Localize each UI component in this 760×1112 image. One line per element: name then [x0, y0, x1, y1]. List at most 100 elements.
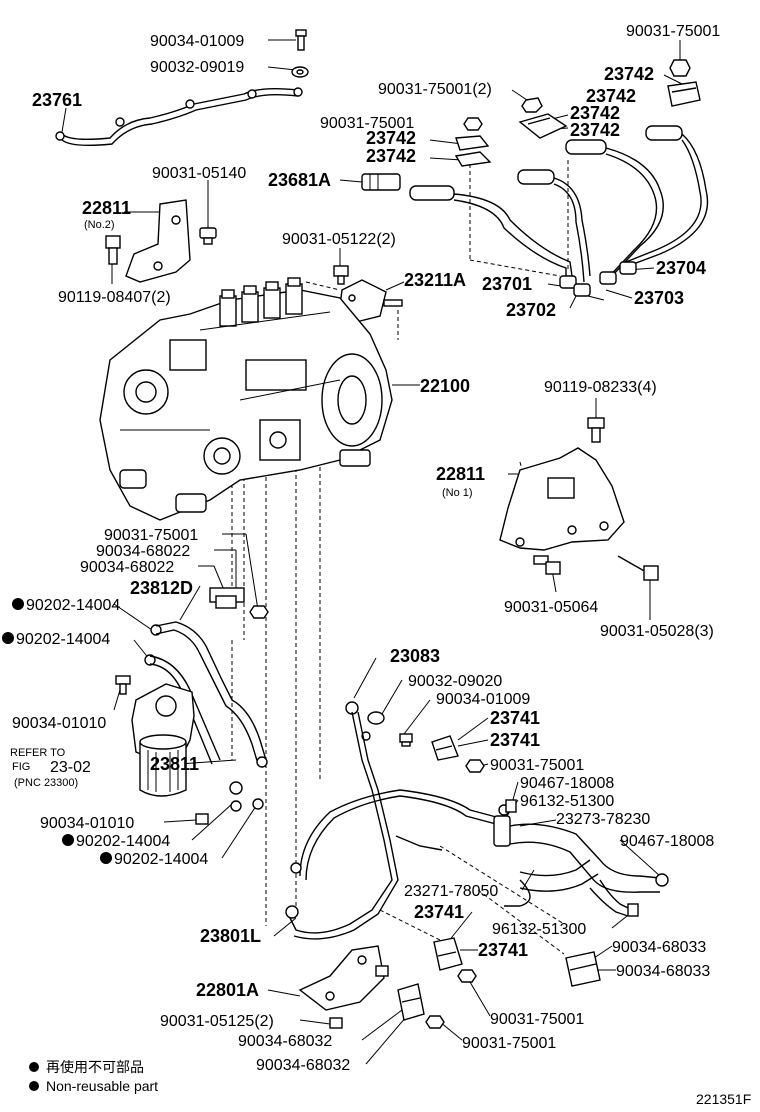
- injection-pipes-2370x: [409, 125, 709, 297]
- label-23801L: 23801L: [200, 926, 261, 946]
- label-90034-68022-b: 90034-68022: [80, 559, 174, 576]
- label-90031-75001-b1: 90031-75001: [490, 1011, 584, 1028]
- label-90202-14004-b: 90202-14004: [16, 631, 110, 648]
- clamp-96132-51300: [505, 799, 639, 917]
- clamp-90034-68032: [397, 983, 425, 1021]
- label-90031-75001-left: 90031-75001: [104, 527, 198, 544]
- clamp-23742-left: [454, 135, 492, 167]
- washers-90202-14004: [144, 624, 264, 812]
- nut-90031-75001-mid2: [465, 759, 485, 773]
- bolt-90034-01009-top: [295, 29, 307, 51]
- non-reusable-dot-4: [100, 852, 112, 864]
- label-90034-68022-a: 90034-68022: [96, 543, 190, 560]
- label-90119-08407-2: 90119-08407(2): [58, 289, 171, 306]
- label-90119-08233-4: 90119-08233(4): [544, 379, 657, 396]
- label-90034-68033-b: 90034-68033: [616, 963, 710, 980]
- label-23742-b: 23742: [586, 86, 636, 106]
- dashed-guides: [231, 160, 579, 955]
- legend-dot-en: [29, 1081, 39, 1091]
- non-reusable-dot-2: [2, 632, 14, 644]
- label-96132-51300-b: 96132-51300: [492, 921, 586, 938]
- bracket-22811-no1: [499, 447, 625, 551]
- label-22100: 22100: [420, 376, 470, 396]
- label-90031-75001-top-right: 90031-75001: [626, 23, 720, 40]
- figure-id: 221351F: [696, 1091, 751, 1107]
- leader-lines: [61, 39, 691, 1065]
- hose-23271-78050: [504, 879, 633, 917]
- label-90202-14004-c: 90202-14004: [76, 833, 170, 850]
- label-pnc-23300: (PNC 23300): [14, 777, 78, 789]
- label-22801A: 22801A: [196, 980, 259, 1000]
- clamp-23741-mid: [431, 735, 459, 761]
- bolt-90031-05122: [333, 265, 349, 285]
- label-90031-75001-b2: 90031-75001: [462, 1035, 556, 1052]
- legend: 再使用不可部品 Non-reusable part: [29, 1059, 158, 1094]
- label-23211A: 23211A: [404, 270, 466, 290]
- bolt-90031-05028: [617, 555, 659, 581]
- label-fig: FIG: [12, 761, 30, 773]
- label-90467-18008-b: 90467-18008: [620, 833, 714, 850]
- label-90031-05125-2: 90031-05125(2): [160, 1013, 274, 1030]
- label-90032-09020: 90032-09020: [408, 673, 502, 690]
- label-90034-01009-top: 90034-01009: [150, 33, 244, 50]
- label-23741-c: 23741: [414, 902, 464, 922]
- label-90202-14004-a: 90202-14004: [26, 597, 120, 614]
- clamp-23741-bottom: [433, 937, 463, 971]
- label-23812D: 23812D: [130, 578, 193, 598]
- legend-en: Non-reusable part: [46, 1078, 158, 1094]
- label-23741-b: 23741: [490, 730, 540, 750]
- label-90031-05140: 90031-05140: [152, 165, 246, 182]
- fuel-pipe-23801L: [285, 711, 501, 940]
- label-no2: (No.2): [84, 219, 115, 231]
- bolt-90119-08407: [105, 235, 121, 265]
- label-23741-a: 23741: [490, 708, 540, 728]
- label-23742-e: 23742: [366, 128, 416, 148]
- label-23742-c: 23742: [570, 103, 620, 123]
- label-90032-09019: 90032-09019: [150, 59, 244, 76]
- label-23271-78050: 23271-78050: [404, 883, 498, 900]
- gasket-90032-09019-top: [291, 66, 309, 78]
- hose-clip-23083: [345, 701, 371, 741]
- label-23811: 23811: [150, 754, 199, 774]
- label-23681A: 23681A: [268, 170, 331, 190]
- nut-90031-75001-small: [463, 117, 483, 131]
- label-23742-f: 23742: [366, 146, 416, 166]
- connector-23681A: [361, 173, 401, 191]
- label-90034-68032-b: 90034-68032: [256, 1057, 350, 1074]
- label-23742-a: 23742: [604, 64, 654, 84]
- label-90031-75001-mid2: 90031-75001: [490, 757, 584, 774]
- label-23761: 23761: [32, 90, 82, 110]
- label-23273-78230: 23273-78230: [556, 811, 650, 828]
- bolt-90031-05064: [533, 555, 561, 575]
- fuel-filter: [131, 683, 195, 797]
- hose-23273-78230: [493, 815, 661, 893]
- clamp-23742-top-right: [667, 81, 701, 107]
- label-90031-05028-3: 90031-05028(3): [600, 623, 714, 640]
- label-90031-75001-2: 90031-75001(2): [378, 81, 492, 98]
- label-90031-75001-small: 90031-75001: [320, 115, 414, 132]
- label-23701: 23701: [482, 274, 532, 294]
- non-reusable-dot-1: [12, 598, 24, 610]
- label-90031-05064: 90031-05064: [504, 599, 598, 616]
- nut-90031-75001-mid: [521, 97, 543, 113]
- label-90034-68032-a: 90034-68032: [238, 1033, 332, 1050]
- label-23741-d: 23741: [478, 940, 528, 960]
- nut-90031-75001-bottom: [425, 969, 477, 1029]
- bracket-22801A: [298, 945, 385, 1011]
- label-23702: 23702: [506, 300, 556, 320]
- label-90034-68033-a: 90034-68033: [612, 939, 706, 956]
- bolt-90031-05125: [329, 965, 389, 1029]
- label-22811-no2: 22811: [82, 198, 131, 218]
- clamp-23812D: [209, 587, 245, 609]
- nut-90031-75001-top-right: [669, 59, 691, 77]
- bracket-22811-no2: [125, 199, 191, 283]
- label-fig-23-02: 23-02: [50, 759, 91, 776]
- label-22811-no1: 22811: [436, 464, 485, 484]
- bolt-90034-01010-lower: [195, 813, 209, 825]
- legend-dot-jp: [29, 1062, 39, 1072]
- bolt-90034-01009-mid: [399, 733, 413, 747]
- label-23704: 23704: [656, 258, 706, 278]
- pipe-23761: [55, 87, 303, 147]
- bolt-90119-08233: [587, 417, 605, 443]
